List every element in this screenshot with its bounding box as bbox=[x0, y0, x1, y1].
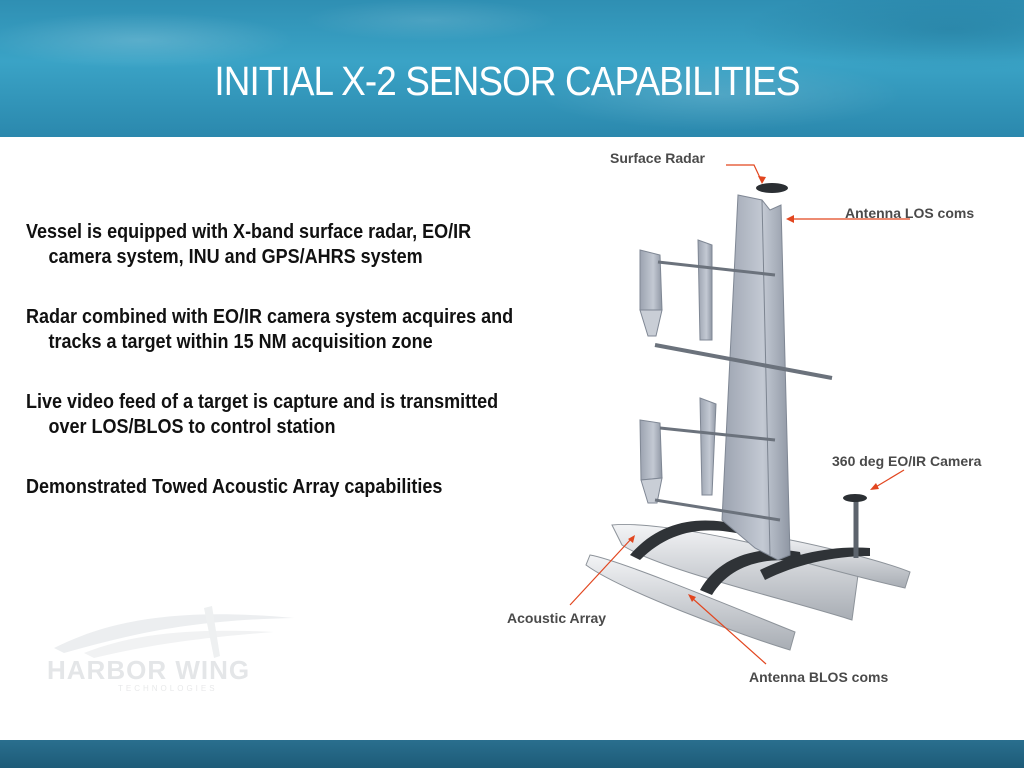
water-background bbox=[0, 0, 1024, 137]
antenna-blos-label: Antenna BLOS coms bbox=[749, 669, 889, 685]
bullet-list: Vessel is equipped with X-band surface r… bbox=[26, 220, 513, 535]
bullet-item: Live video feed of a target is capture a… bbox=[26, 391, 499, 438]
bullet-item: Vessel is equipped with X-band surface r… bbox=[26, 221, 472, 268]
footer-bar bbox=[0, 740, 1024, 768]
acoustic-array-label: Acoustic Array bbox=[507, 610, 607, 626]
camera-label: 360 deg EO/IR Camera bbox=[832, 453, 982, 469]
logo-name: HARBOR WING bbox=[47, 655, 251, 685]
bullet-item: Radar combined with EO/IR camera system … bbox=[26, 306, 514, 353]
vessel-illustration bbox=[569, 164, 911, 665]
harbor-wing-logo-icon bbox=[54, 606, 294, 658]
surface-radar-label: Surface Radar bbox=[610, 150, 705, 166]
bullet-item: Demonstrated Towed Acoustic Array capabi… bbox=[26, 476, 443, 498]
header-banner: INITIAL X-2 SENSOR CAPABILITIES bbox=[0, 0, 1024, 137]
antenna-los-label: Antenna LOS coms bbox=[845, 205, 975, 221]
slide-title: INITIAL X-2 SENSOR CAPABILITIES bbox=[214, 58, 800, 104]
logo-subtitle: TECHNOLOGIES bbox=[118, 684, 218, 693]
